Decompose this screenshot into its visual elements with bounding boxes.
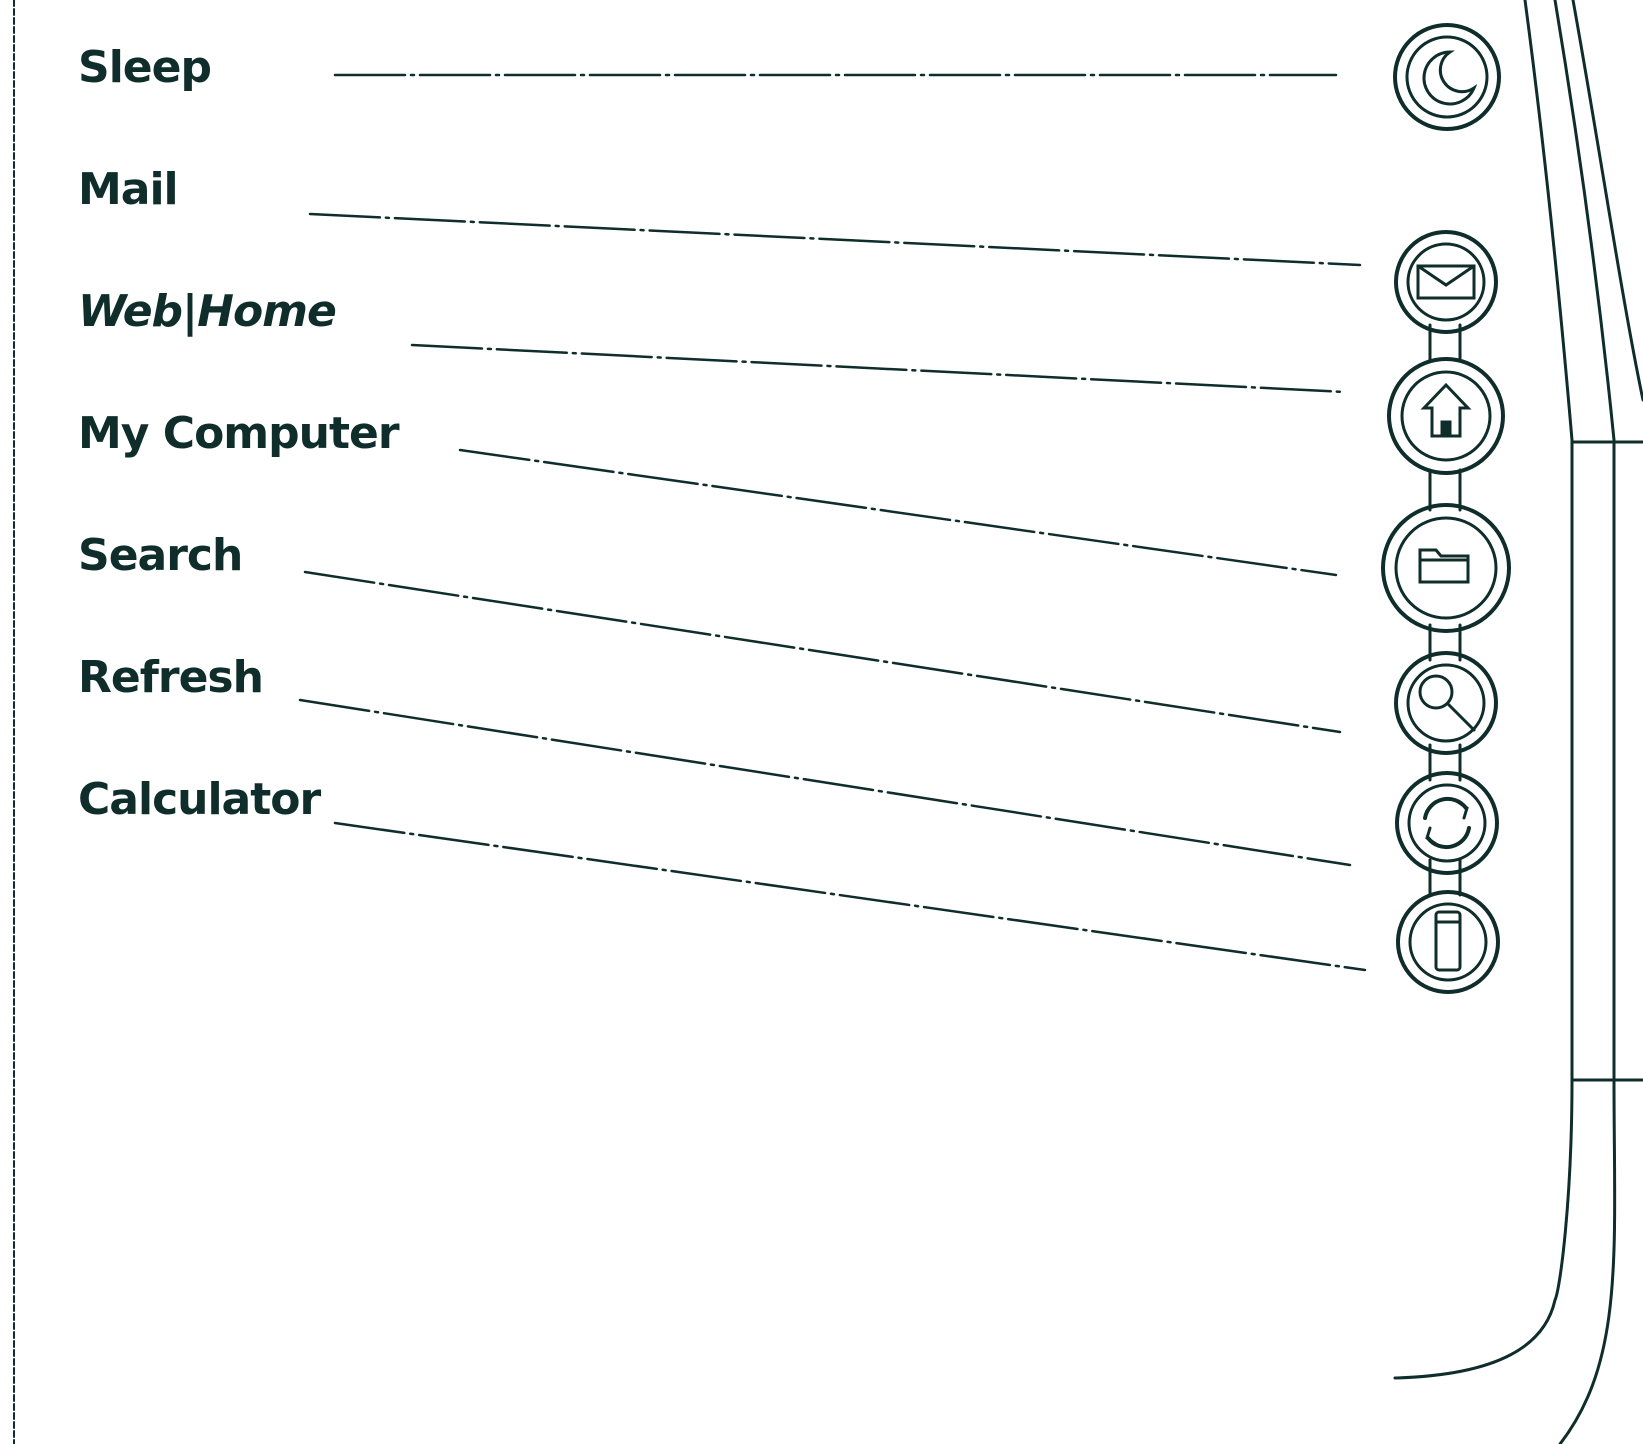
leader-line-web-home — [410, 343, 1347, 394]
device-inner-edge — [1393, 0, 1574, 1380]
calculator-icon — [1434, 910, 1462, 972]
label-refresh: Refresh — [78, 652, 264, 703]
label-mail: Mail — [78, 164, 179, 215]
mail-button[interactable] — [1394, 230, 1498, 334]
home-icon — [1420, 382, 1472, 438]
moon-icon — [1422, 50, 1478, 106]
folder-icon — [1418, 548, 1470, 584]
calculator-button[interactable] — [1396, 890, 1500, 994]
label-sleep: Sleep — [78, 42, 212, 93]
label-web-home: Web|Home — [78, 286, 337, 337]
leader-line-search — [303, 570, 1342, 734]
leader-line-my-computer — [458, 448, 1338, 577]
label-calculator: Calculator — [78, 774, 321, 825]
device-outer-edge — [1558, 438, 1617, 1444]
leader-lines — [298, 73, 1367, 972]
search-button[interactable] — [1394, 651, 1498, 755]
sleep-button[interactable] — [1393, 23, 1501, 131]
refresh-button[interactable] — [1395, 771, 1499, 875]
device-rail-b — [1571, 0, 1643, 402]
leader-line-mail — [308, 212, 1362, 267]
web-home-button[interactable] — [1387, 357, 1505, 475]
label-my-computer: My Computer — [78, 408, 400, 459]
button-connectors — [1428, 323, 1462, 897]
leader-line-refresh — [298, 698, 1352, 867]
my-computer-button[interactable] — [1381, 503, 1511, 633]
device-rail-a — [1553, 0, 1616, 442]
refresh-icon — [1423, 796, 1471, 850]
leader-line-calculator — [333, 821, 1367, 972]
envelope-icon — [1416, 264, 1476, 300]
device-body — [1393, 0, 1643, 1444]
magnifier-icon — [1418, 674, 1476, 732]
label-search: Search — [78, 530, 243, 581]
